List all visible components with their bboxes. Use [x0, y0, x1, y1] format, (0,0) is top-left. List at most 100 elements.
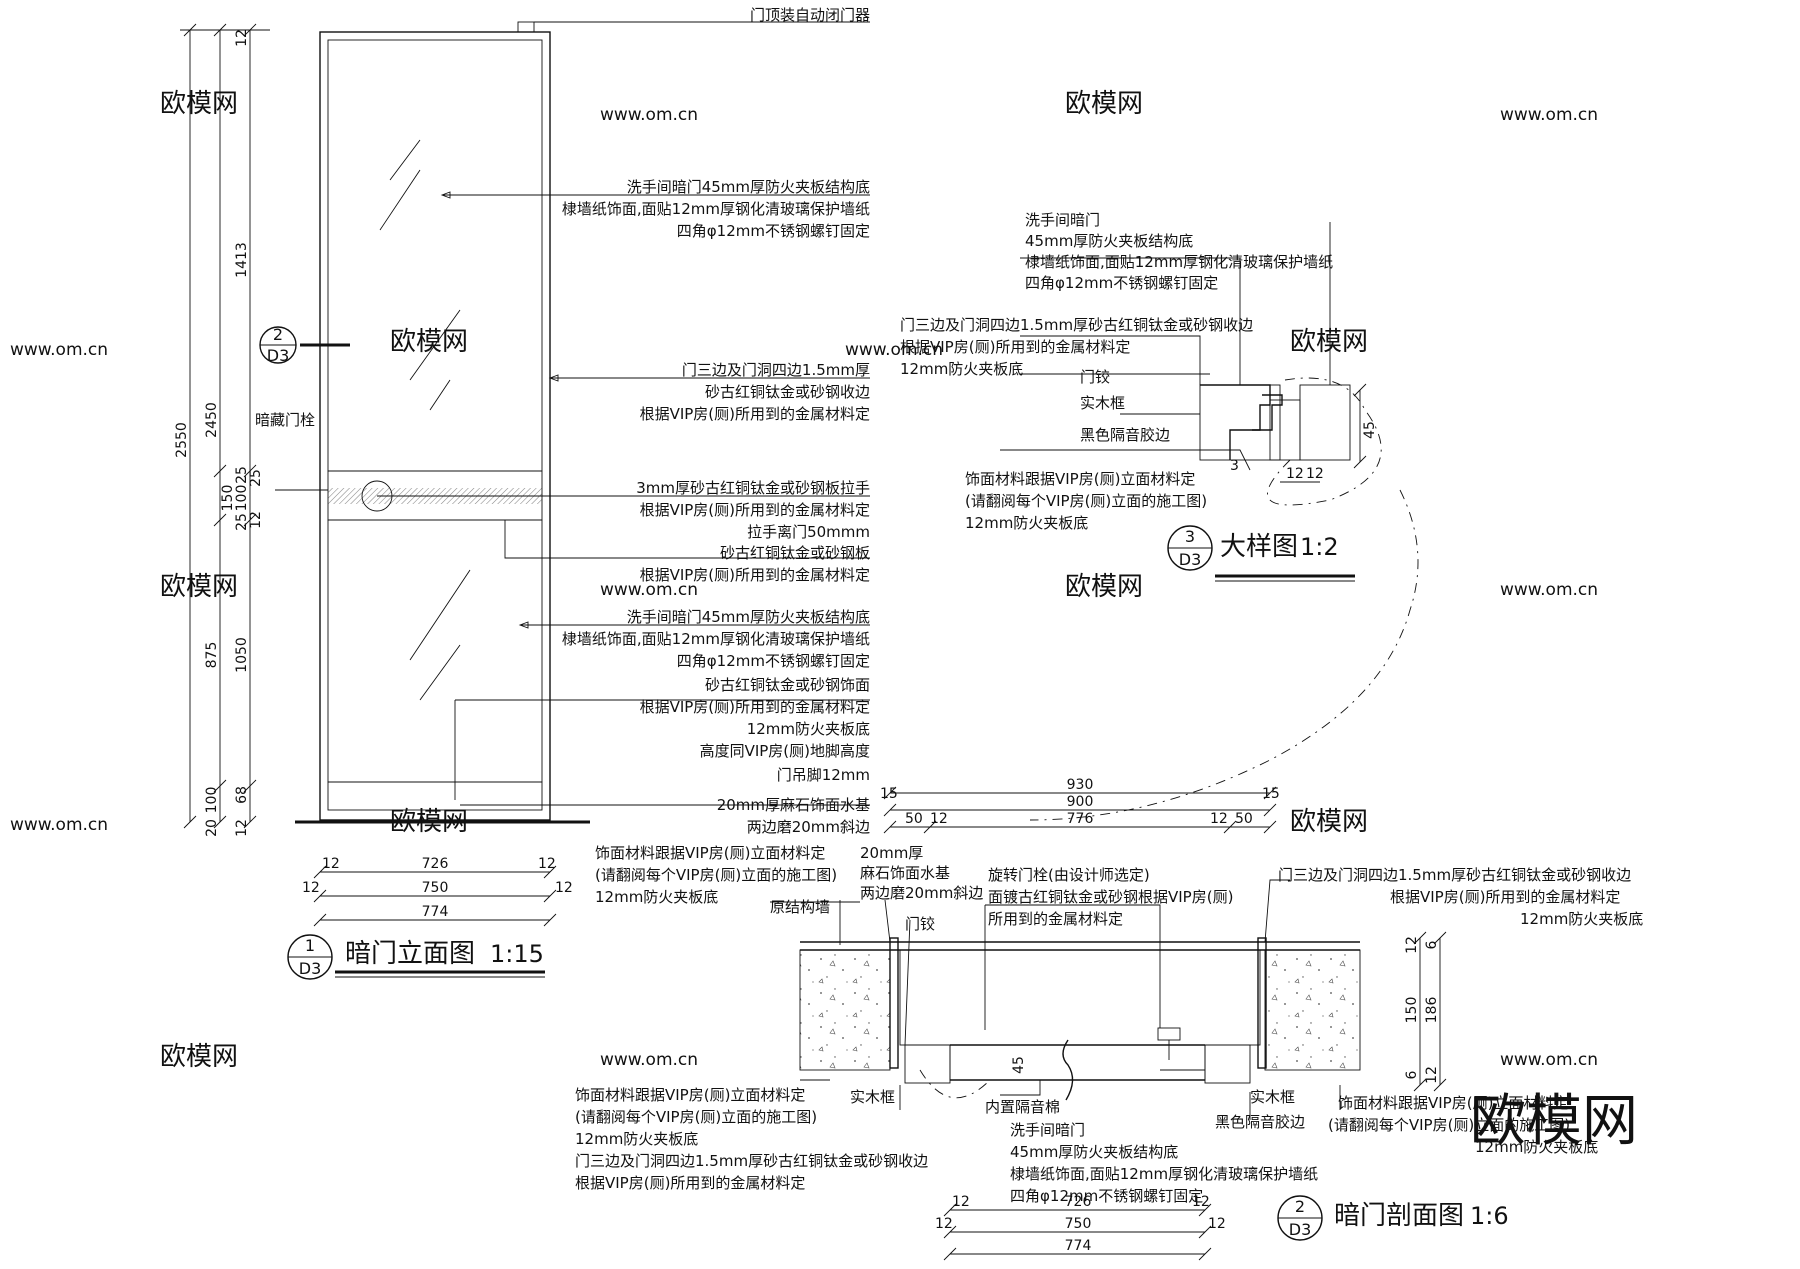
- detail-label-trim-2: 根据VIP房(厕)所用到的金属材料定: [900, 338, 1130, 356]
- sec-label-hinge: 门铰: [905, 915, 935, 933]
- elevation-title-block: 1 D3 暗门立面图 1:15: [287, 934, 545, 980]
- sec-label-bolt-2: 面镀古红铜钛金或砂钢根据VIP房(厕): [988, 888, 1233, 906]
- left-jamb: [889, 937, 899, 1069]
- sec-label-finish-top-1: 饰面材料跟据VIP房(厕)立面材料定: [595, 844, 825, 862]
- detail-view: 45 12 12 3 洗手间暗门 45mm厚防火夹板结构底 棣墙纸饰面,面贴12…: [900, 211, 1419, 821]
- dim-mid-e: 12: [248, 511, 264, 529]
- sec-label-strip: 黑色隔音胶边: [1215, 1113, 1305, 1131]
- section-view: 930 900 776 15 15 50 12 12 50 150 186 12…: [575, 777, 1643, 1261]
- label-trim-1: 门三边及门洞四边1.5mm厚: [682, 361, 870, 379]
- detail-label-trim-1: 门三边及门洞四边1.5mm厚砂古红铜钛金或砂钢收边: [900, 316, 1253, 334]
- sec-label-door-3: 棣墙纸饰面,面贴12mm厚钢化清玻璃保护墙纸: [1010, 1165, 1318, 1183]
- detail-label-door-3: 棣墙纸饰面,面贴12mm厚钢化清玻璃保护墙纸: [1025, 253, 1333, 271]
- watermark-brand: 欧模网: [1065, 572, 1143, 602]
- sec-label-finish-left-2: (请翻阅每个VIP房(厕)立面的施工图): [575, 1108, 817, 1126]
- dim-726: 726: [422, 856, 449, 872]
- watermark-brand: 欧模网: [390, 327, 468, 357]
- sec-label-finish-right-3: 12mm防火夹板底: [1475, 1138, 1598, 1156]
- detail-label-strip: 黑色隔音胶边: [1080, 426, 1170, 444]
- dim-mid-d: 150: [220, 485, 236, 512]
- right-jamb: [1257, 937, 1267, 1069]
- sec-dim-br2: 12: [1208, 1216, 1226, 1232]
- detail-dim-a: 12: [1286, 466, 1304, 482]
- elevation-scale: 1:15: [490, 940, 544, 968]
- watermarks: 欧模网 www.om.cn 欧模网 www.om.cn 欧模网 www.om.c…: [10, 89, 1638, 1154]
- sec-dim-726: 726: [1065, 1194, 1092, 1210]
- sec-label-insulation: 内置隔音棉: [985, 1098, 1060, 1116]
- sec-label-finish-left-4: 门三边及门洞四边1.5mm厚砂古红铜钛金或砂钢收边: [575, 1152, 928, 1170]
- door-closer-icon: [517, 21, 535, 33]
- dim-total: 2550: [174, 422, 190, 458]
- label-panel-upper-2: 棣墙纸饰面,面贴12mm厚钢化清玻璃保护墙纸: [562, 200, 870, 218]
- sec-dim-l15: 15: [880, 786, 898, 802]
- dim-750: 750: [422, 880, 449, 896]
- watermark-url: www.om.cn: [10, 815, 108, 835]
- sec-dim-t1: 12: [1404, 936, 1420, 954]
- dim-bot-d: 12: [234, 819, 250, 837]
- label-closer: 门顶装自动闭门器: [750, 6, 870, 24]
- left-frame: [904, 1044, 951, 1084]
- sec-dim-l50: 50: [905, 811, 923, 827]
- detail-dim-45: 45: [1362, 421, 1378, 439]
- label-stone-2: 两边磨20mm斜边: [747, 818, 870, 836]
- detail-frame: [1269, 399, 1301, 461]
- label-stone-1: 20mm厚麻石饰面水基: [717, 796, 870, 814]
- kick-plate: [327, 781, 543, 811]
- sec-dim-774: 774: [1065, 1238, 1092, 1254]
- sec-dim-bl1: 12: [952, 1194, 970, 1210]
- sec-label-finish-top-2: (请翻阅每个VIP房(厕)立面的施工图): [595, 866, 837, 884]
- dim-774: 774: [422, 904, 449, 920]
- dim-lower-a: 875: [204, 642, 220, 669]
- watermark-url: www.om.cn: [1500, 580, 1598, 600]
- watermark-brand: 欧模网: [160, 89, 238, 119]
- sec-dim-186: 186: [1424, 997, 1440, 1024]
- dim-bot-b: 68: [234, 786, 250, 804]
- stone-sill: [899, 949, 1261, 1046]
- label-foot: 门吊脚12mm: [777, 766, 870, 784]
- sec-dim-t2: 6: [1424, 940, 1440, 949]
- detail-label-finish-2: (请翻阅每个VIP房(厕)立面的施工图): [965, 492, 1207, 510]
- bolt-icon: [1157, 1027, 1181, 1041]
- sec-dim-b2: 12: [1424, 1066, 1440, 1084]
- sec-label-bolt-3: 所用到的金属材料定: [988, 910, 1123, 928]
- sec-dim-r15: 15: [1262, 786, 1280, 802]
- detail-dim-c: 3: [1230, 458, 1239, 474]
- section-scale: 1:6: [1470, 1202, 1509, 1230]
- dim-mid-a: 25: [234, 466, 250, 484]
- watermark-url: www.om.cn: [600, 1050, 698, 1070]
- label-plate-2: 根据VIP房(厕)所用到的金属材料定: [640, 566, 870, 584]
- sec-label-trim-right-2: 根据VIP房(厕)所用到的金属材料定: [1390, 888, 1620, 906]
- title-bubble-ref: D3: [299, 959, 322, 978]
- label-base-4: 高度同VIP房(厕)地脚高度: [700, 742, 870, 760]
- sec-label-stone-2: 麻石饰面水基: [860, 864, 950, 882]
- label-trim-3: 根据VIP房(厕)所用到的金属材料定: [640, 405, 870, 423]
- detail-label-finish-3: 12mm防火夹板底: [965, 514, 1088, 532]
- label-panel-lower-3: 四角φ12mm不锈钢螺钉固定: [677, 652, 870, 670]
- sec-label-finish-left-5: 根据VIP房(厕)所用到的金属材料定: [575, 1174, 805, 1192]
- detail-label-frame: 实木框: [1080, 394, 1125, 412]
- glass-reflection: [379, 139, 471, 701]
- sec-dim-750: 750: [1065, 1216, 1092, 1232]
- dim-door: 2450: [204, 402, 220, 438]
- label-bolt: 暗藏门栓: [255, 411, 315, 429]
- dim-r2: 12: [555, 880, 573, 896]
- sec-label-wall: 原结构墙: [770, 898, 830, 916]
- detail-door-body: [1199, 384, 1281, 461]
- detail-scale: 1:2: [1300, 533, 1339, 561]
- sec-dim-150: 150: [1404, 997, 1420, 1024]
- section-bubble-num: 2: [1295, 1197, 1305, 1216]
- label-panel-lower-1: 洗手间暗门45mm厚防火夹板结构底: [627, 608, 870, 626]
- sec-dim-l12: 12: [930, 811, 948, 827]
- sec-dim-bl2: 12: [935, 1216, 953, 1232]
- sec-label-frame-right: 实木框: [1250, 1088, 1295, 1106]
- title-bubble-num: 1: [305, 936, 315, 955]
- marker-ref: D3: [267, 346, 290, 365]
- dim-bot-c: 20: [204, 819, 220, 837]
- sec-dim-br1: 12: [1192, 1194, 1210, 1210]
- sec-dim-b1: 6: [1404, 1070, 1420, 1079]
- label-panel-lower-2: 棣墙纸饰面,面贴12mm厚钢化清玻璃保护墙纸: [562, 630, 870, 648]
- watermark-brand: 欧模网: [1065, 89, 1143, 119]
- label-base-1: 砂古红铜钛金或砂钢饰面: [705, 676, 870, 694]
- dim-r1: 12: [538, 856, 556, 872]
